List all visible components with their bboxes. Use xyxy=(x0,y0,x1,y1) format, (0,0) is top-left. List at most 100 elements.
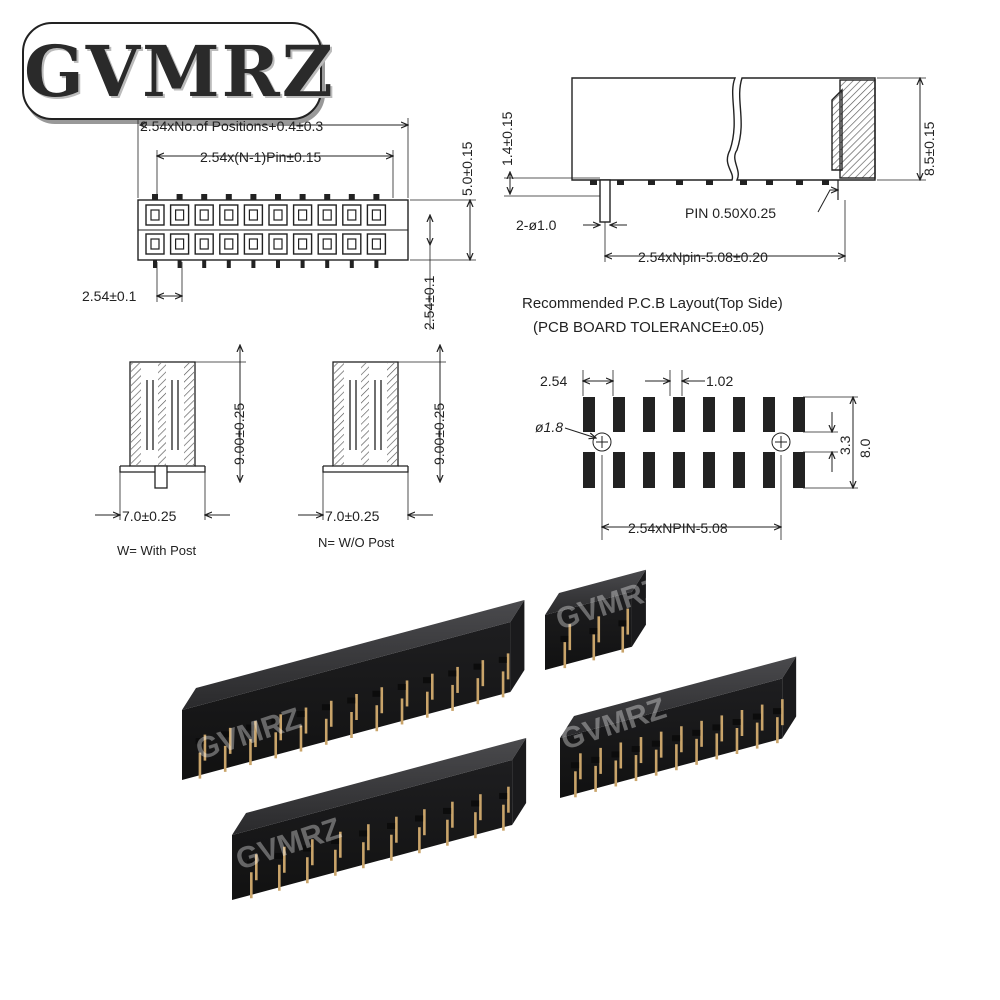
contact-cell xyxy=(317,233,337,255)
pcb-pad-bottom xyxy=(613,452,625,488)
product-front-face xyxy=(232,759,513,900)
section-n-width-label: 7.0±0.25 xyxy=(325,508,380,524)
contact-cell xyxy=(317,204,337,226)
front-pin-bottom xyxy=(153,260,157,268)
product-pin xyxy=(380,687,384,714)
product-socket-hole xyxy=(275,852,284,859)
product-socket-hole xyxy=(303,845,312,852)
product-pin xyxy=(755,722,759,749)
pcb-pad-bottom xyxy=(703,452,715,488)
product-pin xyxy=(481,660,485,687)
pcb-length-label: 2.54xNPIN-5.08 xyxy=(628,520,728,536)
product-pin xyxy=(274,732,278,759)
product-pin xyxy=(350,712,353,739)
product-pin xyxy=(425,691,429,718)
side-pin xyxy=(766,180,773,185)
product-pin xyxy=(283,846,286,873)
contact-cell xyxy=(145,233,165,255)
product-socket-hole xyxy=(473,663,482,670)
contact-cell xyxy=(169,204,190,226)
product-socket-hole xyxy=(732,719,741,726)
front-pin-top xyxy=(250,194,257,200)
section-n-height-label: 9.00±0.25 xyxy=(431,403,447,465)
section-n-caption: N= W/O Post xyxy=(318,535,395,550)
pitch-label: 2.54x(N-1)Pin±0.15 xyxy=(200,149,322,165)
contact-cell xyxy=(292,233,313,255)
pcb-pad-top xyxy=(793,397,805,432)
pcb-pad-bottom xyxy=(763,452,775,488)
pcb-pad-top xyxy=(703,397,715,432)
product-pin xyxy=(740,710,744,737)
contact-cell xyxy=(292,204,313,226)
product-socket-hole xyxy=(471,800,480,807)
contact-cell xyxy=(268,204,288,226)
product-socket-hole xyxy=(692,729,701,736)
product-side-face xyxy=(510,600,525,693)
pcb-pad-bottom xyxy=(643,452,655,488)
front-height-label: 5.0±0.15 xyxy=(459,141,475,196)
product-header xyxy=(545,569,646,670)
contact-cell xyxy=(219,204,239,226)
product-pin xyxy=(695,738,698,765)
side-height-label: 8.5±0.15 xyxy=(921,121,937,176)
product-side-face xyxy=(631,569,646,647)
front-contact-cells xyxy=(145,194,387,268)
product-pin xyxy=(400,698,404,725)
pcb-hole-leader xyxy=(564,427,596,438)
section-w-hatch-left xyxy=(131,363,141,465)
section-n-hatch-right xyxy=(387,363,397,465)
side-pins xyxy=(590,180,829,185)
front-view xyxy=(137,118,476,330)
product-pin xyxy=(659,731,663,758)
positions-label: 2.54xNo.of Positions+0.4±0.3 xyxy=(140,118,323,134)
side-housing-left xyxy=(571,77,737,181)
side-housing-right xyxy=(734,77,876,181)
product-pin xyxy=(446,819,449,846)
section-w-hatch-right xyxy=(184,363,194,465)
front-pin-bottom xyxy=(374,260,379,268)
product-pin xyxy=(654,749,658,776)
pin-label: PIN 0.50X0.25 xyxy=(685,205,776,221)
contact-cell xyxy=(243,233,264,255)
front-pin-top xyxy=(348,194,355,200)
product-pin xyxy=(249,739,252,766)
front-pin-top xyxy=(299,194,306,200)
product-pin xyxy=(355,694,358,721)
contact-cell-hole xyxy=(347,209,357,221)
contact-cell-hole xyxy=(248,209,258,221)
pcb-gap-label: 3.3 xyxy=(837,435,853,455)
front-pin-bottom xyxy=(325,260,330,268)
product-pin xyxy=(675,744,678,771)
product-pin xyxy=(395,816,398,843)
pcb-pitch-label: 2.54 xyxy=(540,373,567,389)
product-pin xyxy=(334,849,337,876)
product-pin xyxy=(324,718,328,745)
product-pin xyxy=(254,721,257,748)
contact-cell xyxy=(268,233,288,255)
product-pin xyxy=(563,642,567,669)
product-pin xyxy=(367,824,370,851)
product-pin xyxy=(299,725,303,752)
pcb-pad-top xyxy=(673,397,685,432)
product-header xyxy=(182,600,525,780)
product-socket-hole xyxy=(448,670,457,677)
product-pin xyxy=(735,728,739,755)
contact-cell-hole xyxy=(224,238,234,250)
contact-cell-hole xyxy=(150,238,160,250)
section-n-contacts xyxy=(349,380,382,450)
product-pin xyxy=(430,673,434,700)
brand-logo-text: GVMRZ xyxy=(24,30,335,113)
side-pin xyxy=(796,180,803,185)
product-front-face xyxy=(545,591,632,670)
product-pin xyxy=(619,742,623,769)
contact-cell xyxy=(366,233,387,255)
front-pin-bottom xyxy=(349,260,354,268)
section-n-base xyxy=(322,465,409,473)
contact-cell-hole xyxy=(150,209,160,221)
product-pin xyxy=(506,653,510,680)
product-front-face xyxy=(182,622,511,780)
product-socket-hole xyxy=(443,807,452,814)
product-pin xyxy=(781,699,784,726)
product-pin xyxy=(574,771,577,798)
product-top-face xyxy=(545,569,646,615)
